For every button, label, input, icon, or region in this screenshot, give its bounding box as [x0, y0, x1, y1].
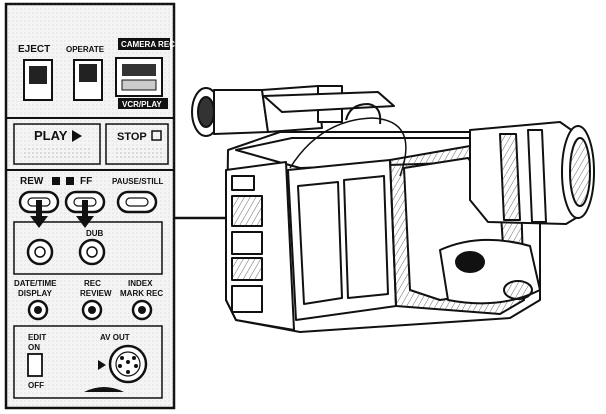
lens-glass: [569, 137, 591, 207]
edit-av-box: [13, 325, 163, 399]
mark-rec-label: MARK REC: [120, 289, 163, 298]
play-triangle-icon: [72, 130, 82, 142]
vcr-play-label: VCR/PLAY: [122, 100, 162, 109]
eject-switch-knob: [29, 66, 47, 84]
operate-label: OPERATE: [66, 45, 105, 54]
camera-rec-label: CAMERA REC: [121, 40, 175, 49]
transport-section: REW FF PAUSE/STILL: [18, 176, 164, 228]
stop-button[interactable]: [105, 123, 169, 165]
knob-left[interactable]: [26, 238, 54, 266]
strap-buckle: [455, 251, 485, 273]
selector-slider: [121, 79, 157, 91]
date-time-label: DATE/TIME: [14, 279, 57, 288]
rew-label: REW: [20, 176, 44, 187]
operate-switch-knob: [79, 64, 97, 82]
dub-box: [13, 221, 163, 275]
edit-switch[interactable]: [27, 353, 43, 377]
review-label: REVIEW: [80, 289, 112, 298]
handle-strap: [345, 103, 382, 125]
play-grip: [22, 146, 92, 158]
dub-label: DUB: [86, 229, 104, 238]
camcorder-illustration: [191, 85, 595, 333]
control-panel: EJECT OPERATE CAMERA REC VCR/PLAY PLAY: [4, 2, 176, 410]
knob-dub[interactable]: [78, 238, 106, 266]
stop-grip: [114, 146, 162, 158]
av-out-arrow-icon: [98, 360, 106, 370]
off-label: OFF: [28, 381, 44, 390]
viewfinder-tube: [213, 89, 269, 135]
ff-arrow-icon: [76, 200, 94, 228]
ff-label: FF: [80, 176, 92, 187]
play-stop-section: PLAY STOP: [13, 123, 169, 165]
vcr-play-box: [118, 98, 168, 109]
pause-still-label: PAUSE/STILL: [112, 177, 164, 186]
dub-section: DUB: [13, 221, 163, 275]
panel-grip: [84, 387, 124, 392]
pause-button[interactable]: [116, 190, 158, 214]
camera-rec-box: [118, 38, 170, 50]
index-label: INDEX: [128, 279, 153, 288]
ff-marker-icon: [66, 177, 74, 185]
display-label: DISPLAY: [18, 289, 53, 298]
rew-arrow-icon: [30, 200, 48, 228]
stop-label: STOP: [117, 131, 147, 143]
viewfinder-lens: [197, 96, 215, 128]
on-label: ON: [28, 343, 40, 352]
rec-label: REC: [84, 279, 101, 288]
play-button[interactable]: [13, 123, 101, 165]
edit-label: EDIT: [28, 333, 46, 342]
selector-window: [122, 64, 156, 76]
top-section: EJECT OPERATE CAMERA REC VCR/PLAY: [18, 38, 175, 109]
top-handle: [263, 91, 395, 113]
eject-label: EJECT: [18, 44, 50, 55]
av-out-label: AV OUT: [100, 333, 130, 342]
rew-marker-icon: [52, 177, 60, 185]
function-section: DATE/TIME DISPLAY REC REVIEW INDEX MARK …: [14, 279, 163, 321]
cable: [289, 117, 407, 177]
stop-square-icon: [151, 130, 162, 141]
bottom-section: EDIT ON OFF AV OUT: [13, 325, 163, 399]
play-label: PLAY: [34, 128, 68, 143]
